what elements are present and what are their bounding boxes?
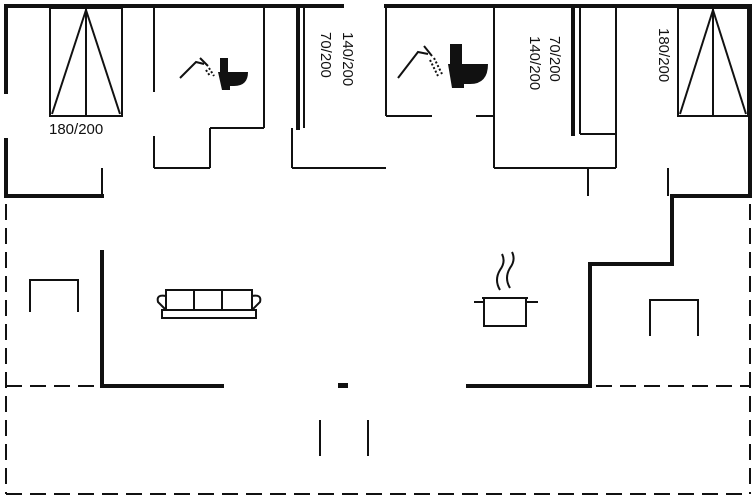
bunk-size-label-right-bottom: 140/200 bbox=[526, 36, 543, 91]
interior-walls bbox=[100, 6, 674, 456]
bunk-size-label-left-bottom: 140/200 bbox=[339, 32, 356, 87]
table-icon-right bbox=[649, 299, 699, 336]
outer-walls bbox=[4, 4, 752, 198]
table-icon-left bbox=[29, 279, 79, 312]
toilet-icon-left bbox=[218, 58, 248, 90]
bed-size-label-left: 180/200 bbox=[49, 121, 104, 138]
terrace-outline bbox=[5, 204, 751, 495]
bunk-size-label-right-top: 70/200 bbox=[546, 36, 563, 82]
bunk-size-label-left-top: 70/200 bbox=[317, 32, 334, 78]
bed-icon-right bbox=[677, 7, 749, 117]
sofa-icon bbox=[156, 289, 262, 319]
shower-icon-left bbox=[179, 57, 215, 79]
toilet-icon-right bbox=[448, 44, 488, 88]
bed-icon-left bbox=[49, 7, 123, 117]
bed-size-label-right: 180/200 bbox=[655, 28, 672, 83]
cooking-pot-icon bbox=[474, 251, 538, 327]
shower-icon-right bbox=[397, 45, 443, 79]
